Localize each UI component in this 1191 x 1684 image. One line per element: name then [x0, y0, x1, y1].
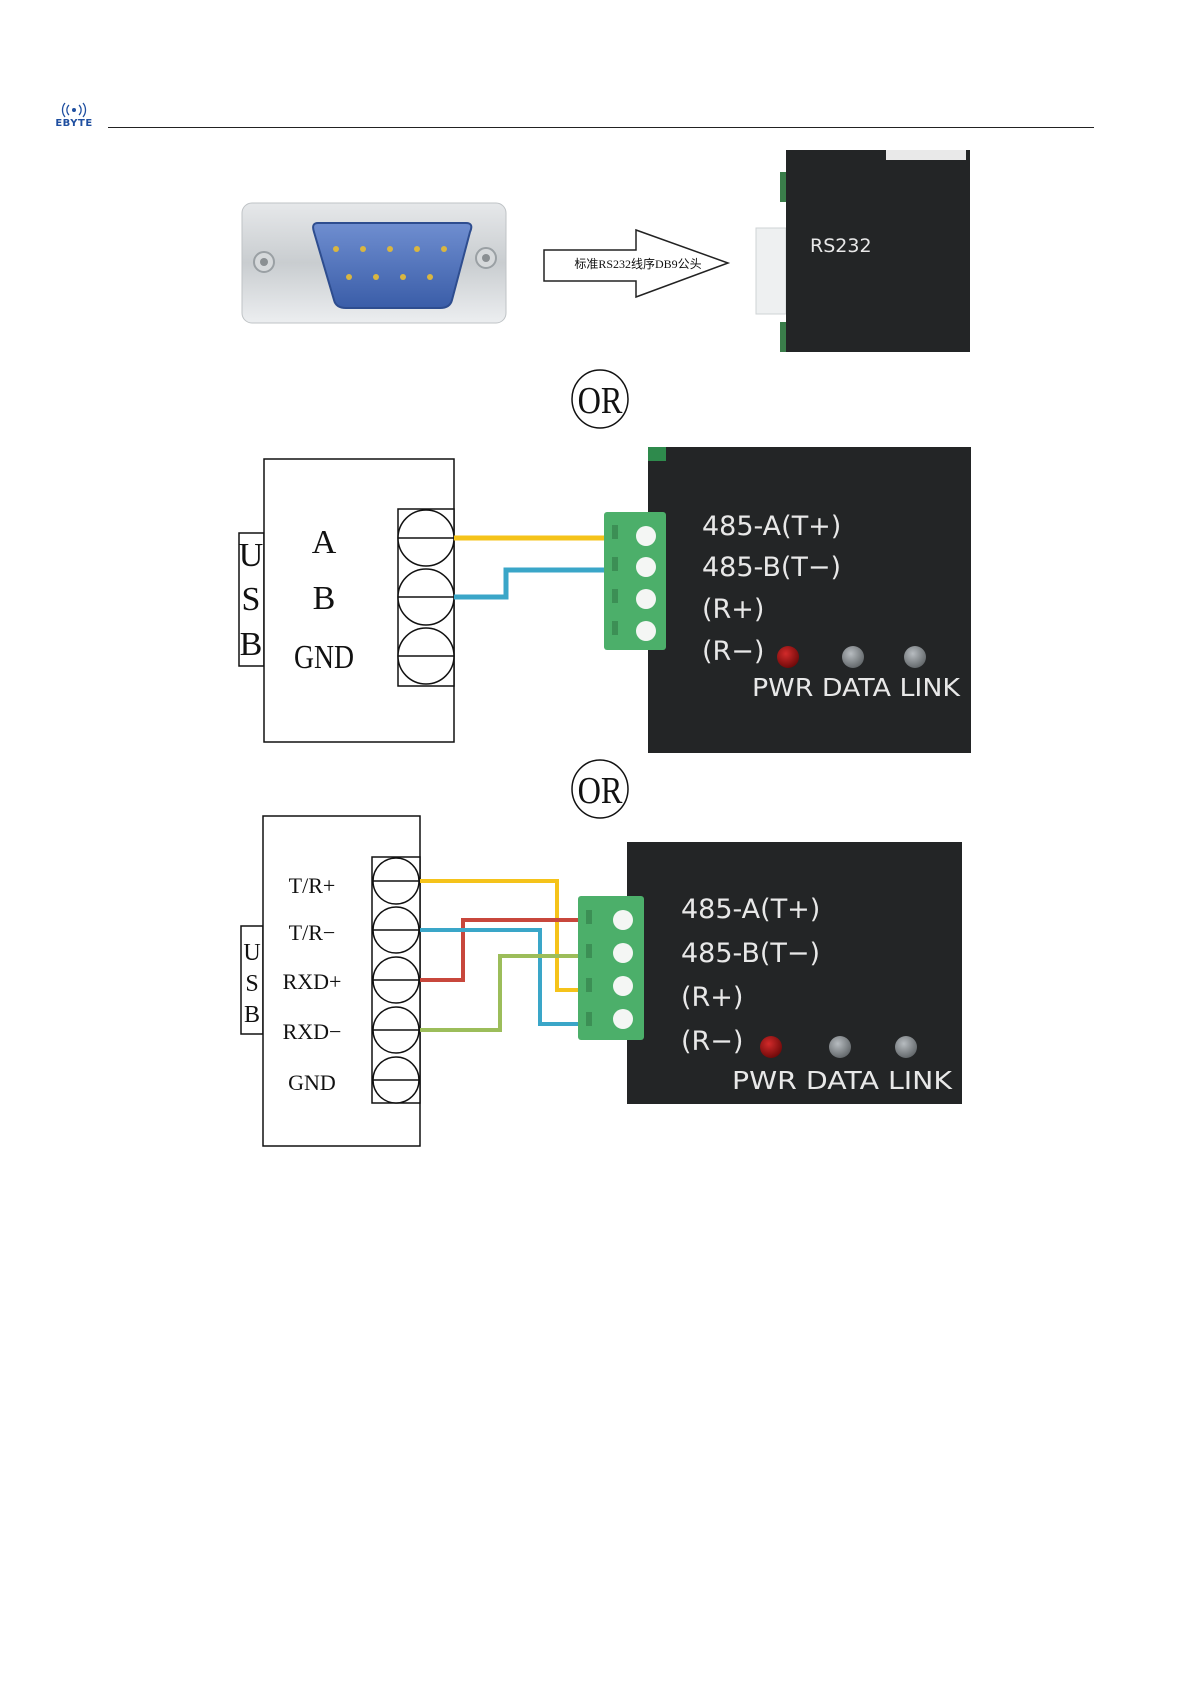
- or-separator-1: OR: [572, 370, 628, 428]
- fig3-link-led: [895, 1036, 917, 1058]
- fig3-terminal-rplus: (R+): [681, 982, 743, 1013]
- fig3-terminal-485a: 485-A(T+): [681, 894, 820, 925]
- fig2-terminal-rplus: (R+): [702, 594, 764, 625]
- figure3-usb-adapter: U S B T/R+ T/R− RXD+ RXD− GND: [241, 816, 420, 1146]
- arrow-label: 标准RS232线序DB9公头: [574, 256, 701, 271]
- figure3-rs485-device: 485-A(T+) 485-B(T−) (R+) (R−) PWR DATA L…: [578, 842, 962, 1104]
- figure2-rs485-device: 485-A(T+) 485-B(T−) (R+) (R−) PWR DATA L…: [604, 447, 971, 753]
- fig2-led-labels: PWR DATA LINK: [752, 673, 961, 702]
- fig2-usb-letter-s: S: [242, 581, 261, 618]
- fig2-data-led: [842, 646, 864, 668]
- fig2-link-led: [904, 646, 926, 668]
- figure1-db9-connector: [242, 203, 506, 323]
- fig2-pwr-led: [777, 646, 799, 668]
- fig2-pin-label-gnd: GND: [294, 639, 354, 676]
- figure2-wires: [454, 538, 608, 597]
- figure1-rs232-device: RS232: [756, 150, 970, 352]
- fig3-pin-label-gnd: GND: [288, 1070, 336, 1095]
- fig3-pin-label-tr-minus: T/R−: [289, 920, 336, 945]
- or-label-1: OR: [578, 380, 623, 422]
- fig3-wire-rxd-minus: [420, 956, 578, 1030]
- fig2-wire-b: [454, 570, 608, 597]
- fig3-pin-label-tr-plus: T/R+: [289, 873, 336, 898]
- fig2-terminal-485a: 485-A(T+): [702, 511, 841, 542]
- figure1-arrow: 标准RS232线序DB9公头: [544, 230, 728, 297]
- fig2-terminal-485b: 485-B(T−): [702, 552, 841, 583]
- or-label-2: OR: [578, 770, 623, 812]
- fig3-terminal-485b: 485-B(T−): [681, 938, 820, 969]
- or-separator-2: OR: [572, 760, 628, 818]
- fig3-usb-letter-u: U: [243, 940, 260, 966]
- device-label-rs232: RS232: [810, 235, 872, 257]
- fig3-led-labels: PWR DATA LINK: [732, 1066, 953, 1095]
- fig3-usb-letter-s: S: [245, 971, 258, 997]
- figure3-wires: [420, 881, 578, 1030]
- figure2-usb-adapter: U S B A B GND: [239, 459, 454, 742]
- fig3-pin-label-rxd-plus: RXD+: [283, 969, 342, 994]
- fig2-terminal-rminus: (R−): [702, 636, 764, 667]
- fig2-usb-letter-b: B: [240, 626, 263, 663]
- fig2-pin-label-a: A: [312, 524, 337, 561]
- fig2-pin-label-b: B: [313, 580, 336, 617]
- fig3-pwr-led: [760, 1036, 782, 1058]
- fig2-usb-letter-u: U: [239, 537, 264, 574]
- fig3-data-led: [829, 1036, 851, 1058]
- fig3-usb-letter-b: B: [244, 1002, 260, 1028]
- fig3-pin-label-rxd-minus: RXD−: [283, 1019, 342, 1044]
- fig3-terminal-rminus: (R−): [681, 1026, 743, 1057]
